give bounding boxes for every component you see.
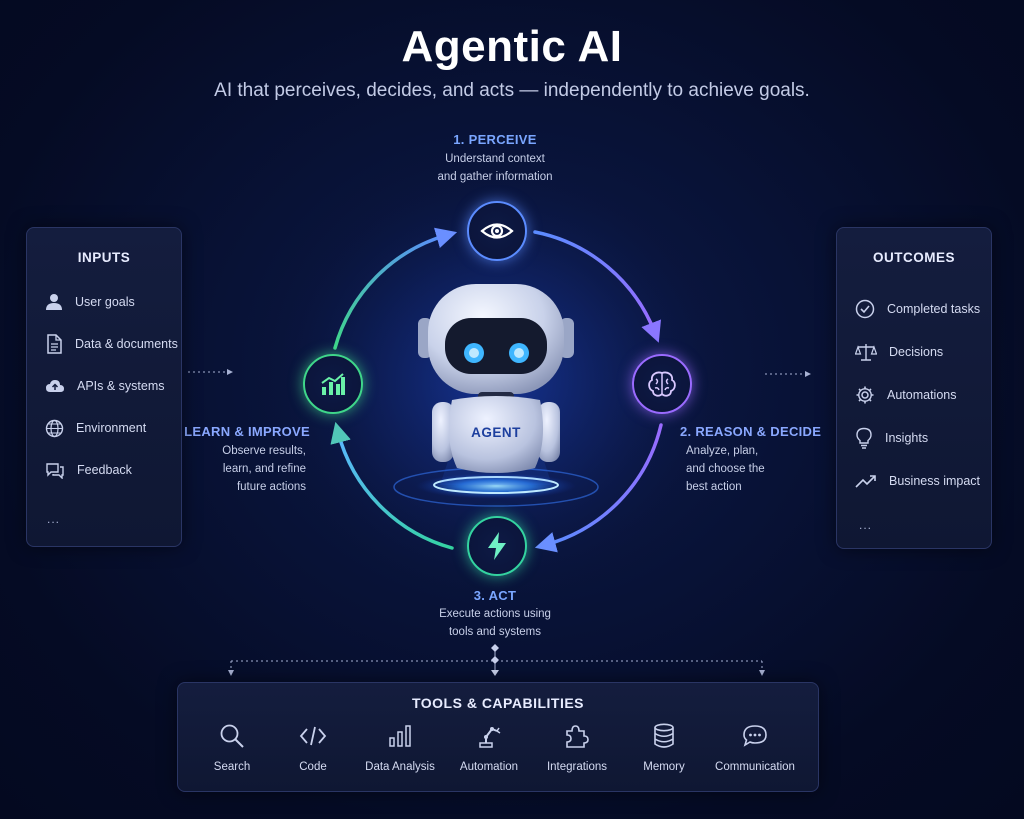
page-subtitle: AI that perceives, decides, and acts — i… xyxy=(214,80,810,101)
code-icon xyxy=(299,726,327,746)
outcomes-more: ... xyxy=(859,518,873,532)
database-icon xyxy=(654,723,674,748)
tool-integrations[interactable]: Integrations xyxy=(527,721,627,773)
search-icon xyxy=(220,724,244,748)
act-desc: Execute actions using tools and systems xyxy=(439,608,551,638)
reason-node[interactable] xyxy=(632,354,692,414)
tool-search[interactable]: Search xyxy=(182,721,282,773)
bar-chart-icon xyxy=(389,725,411,747)
bar-chart-icon xyxy=(321,373,345,395)
page-title: Agentic AI xyxy=(401,22,623,71)
tools-title: TOOLS & CAPABILITIES xyxy=(411,695,585,711)
learn-desc: Observe results, learn, and refine futur… xyxy=(222,445,306,493)
inputs-title: INPUTS xyxy=(77,250,131,265)
agent-label: AGENT xyxy=(471,425,521,440)
perceive-desc: Understand context and gather informatio… xyxy=(437,153,553,183)
outcome-item-insights[interactable]: Insights xyxy=(855,426,928,450)
input-item-apis-systems[interactable]: APIs & systems xyxy=(45,374,165,398)
reason-title: 2. REASON & DECIDE xyxy=(680,424,822,439)
tool-data-analysis[interactable]: Data Analysis xyxy=(350,721,450,773)
outcome-item-automations[interactable]: Automations xyxy=(855,383,956,407)
gear-icon xyxy=(856,386,874,404)
learn-node[interactable] xyxy=(303,354,363,414)
puzzle-icon xyxy=(566,725,589,748)
input-item-data-documents[interactable]: Data & documents xyxy=(45,332,178,356)
robot-arm-icon xyxy=(479,727,501,748)
scale-icon xyxy=(855,344,877,361)
input-item-feedback[interactable]: Feedback xyxy=(45,458,132,482)
tool-communication[interactable]: Communication xyxy=(705,721,805,773)
tools-panel: TOOLS & CAPABILITIES Search Code Data An… xyxy=(177,682,819,792)
cloud-icon xyxy=(46,380,64,392)
lightbulb-icon xyxy=(856,427,872,449)
brain-icon xyxy=(648,371,676,397)
outcomes-panel: OUTCOMES Completed tasks Decisions Autom… xyxy=(836,227,992,549)
perceive-title: 1. PERCEIVE xyxy=(453,132,537,147)
inputs-more: ... xyxy=(47,512,61,526)
act-title: 3. ACT xyxy=(473,588,517,603)
input-item-environment[interactable]: Environment xyxy=(45,416,146,440)
user-icon xyxy=(46,294,62,310)
outcome-item-decisions[interactable]: Decisions xyxy=(855,340,943,364)
input-item-user-goals[interactable]: User goals xyxy=(45,290,135,314)
chat-icon xyxy=(46,463,64,479)
tool-automation[interactable]: Automation xyxy=(439,721,539,773)
act-node[interactable] xyxy=(467,516,527,576)
check-circle-icon xyxy=(855,299,875,319)
outcome-item-business-impact[interactable]: Business impact xyxy=(855,469,980,493)
globe-icon xyxy=(45,419,64,437)
outcomes-title: OUTCOMES xyxy=(872,250,955,265)
perceive-node[interactable] xyxy=(467,201,527,261)
chat-bubble-icon xyxy=(743,725,767,747)
learn-title: 4. LEARN & IMPROVE xyxy=(168,424,310,439)
trend-up-icon xyxy=(855,475,876,488)
outcome-item-completed-tasks[interactable]: Completed tasks xyxy=(855,297,980,321)
reason-desc: Analyze, plan, and choose the best actio… xyxy=(686,445,765,493)
document-icon xyxy=(47,334,62,354)
tool-memory[interactable]: Memory xyxy=(614,721,714,773)
lightning-icon xyxy=(488,532,506,560)
eye-icon xyxy=(480,223,514,239)
inputs-panel: INPUTS User goals Data & documents APIs … xyxy=(26,227,182,547)
tool-code[interactable]: Code xyxy=(263,721,363,773)
